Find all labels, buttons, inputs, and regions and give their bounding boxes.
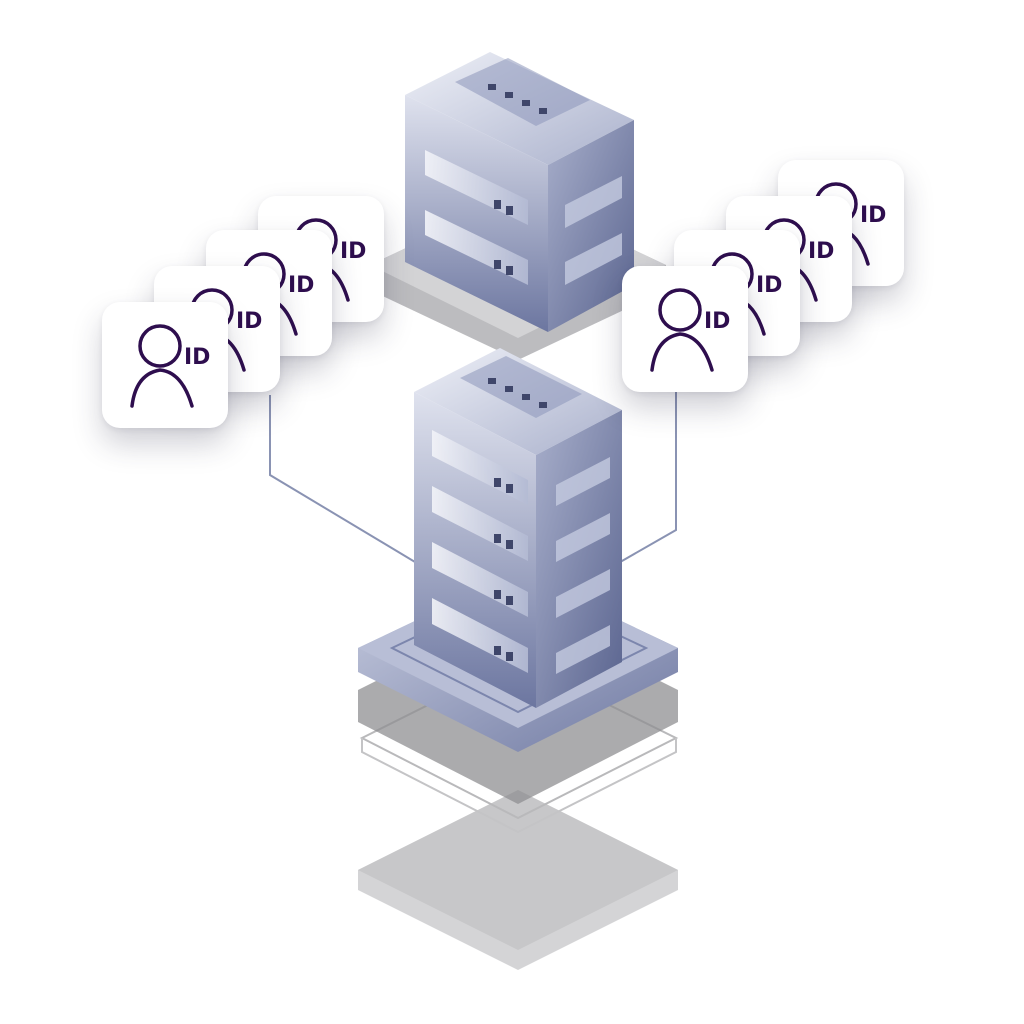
id-badge-text: ID	[184, 345, 210, 370]
user-id-icon: ID	[130, 324, 210, 408]
user-id-icon: ID	[650, 288, 730, 372]
platform-bottom	[358, 790, 678, 970]
id-badge-text: ID	[236, 309, 262, 334]
connector-lines	[269, 385, 677, 566]
id-badge-text: ID	[340, 239, 366, 264]
id-badge-text: ID	[860, 203, 886, 228]
id-card-left-1: ID	[102, 302, 228, 428]
id-badge-text: ID	[288, 273, 314, 298]
id-badge-text: ID	[756, 273, 782, 298]
server-tower-icon	[414, 348, 622, 708]
id-badge-text: ID	[808, 239, 834, 264]
id-badge-text: ID	[704, 309, 730, 334]
server-icon	[405, 52, 634, 332]
id-card-right-2: ID	[622, 266, 748, 392]
